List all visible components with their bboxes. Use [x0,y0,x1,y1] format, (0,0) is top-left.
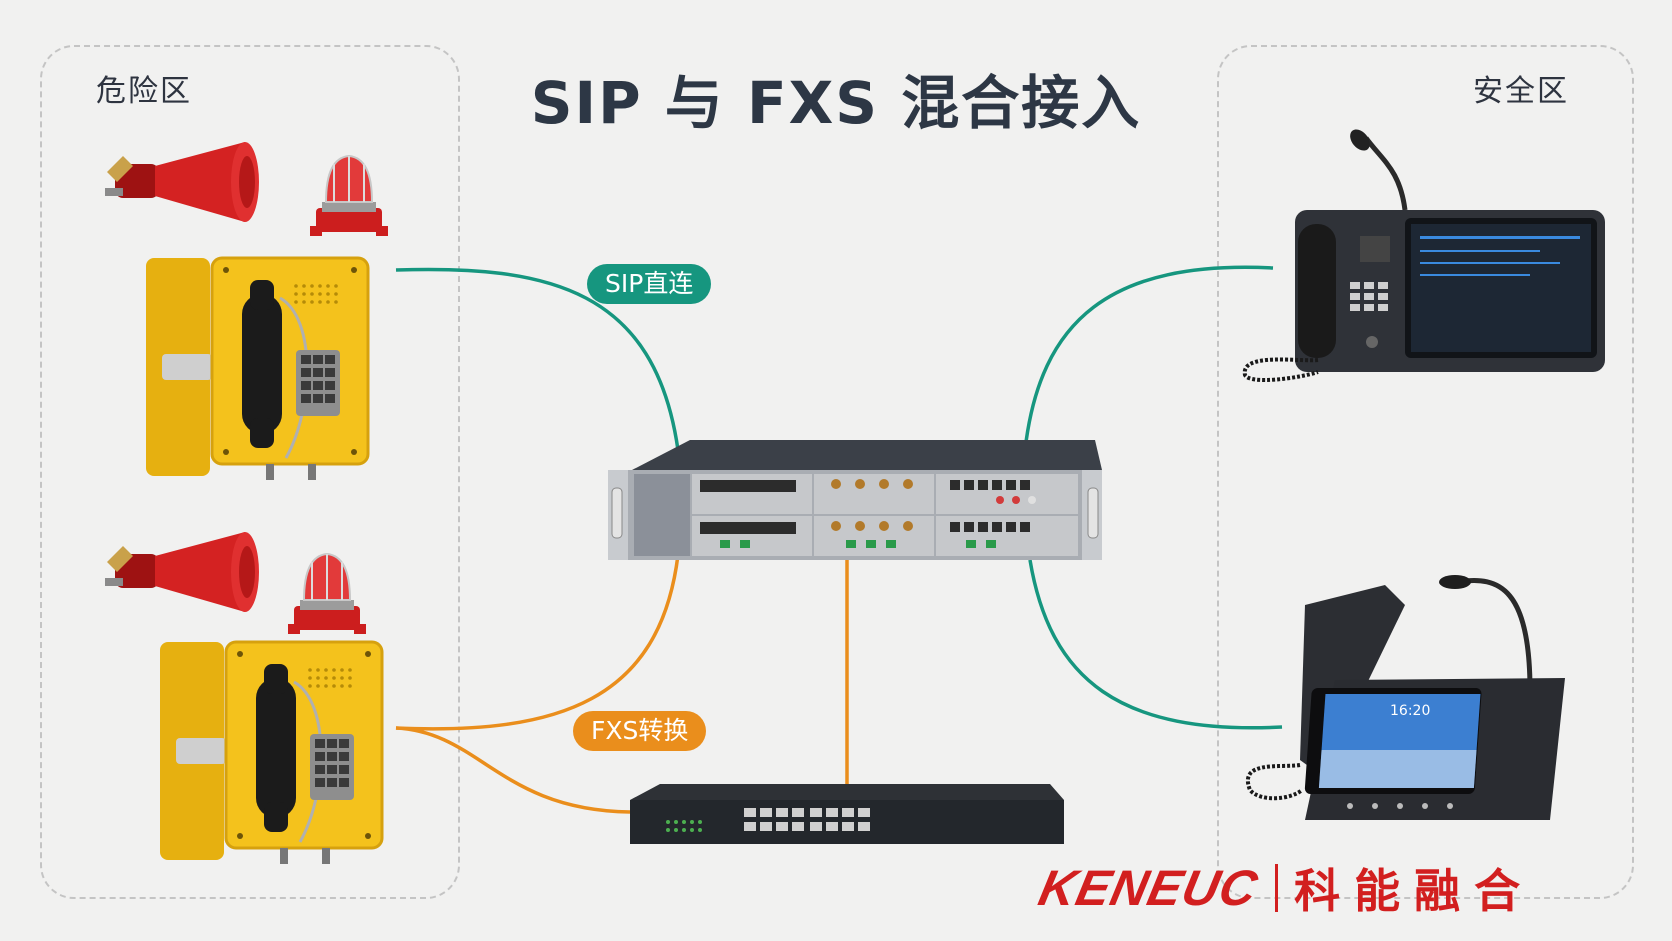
fxs-gateway-icon [630,784,1064,844]
warning-beacon-icon [309,155,389,237]
video-desk-phone-icon: 16:20 [1245,575,1565,820]
desk-console-icon [1242,129,1605,382]
brand-logo: KENEUC 科能融合 [1034,858,1535,918]
explosion-proof-telephone-icon [144,256,370,482]
video-phone-clock: 16:20 [1390,703,1430,719]
sip-link-video-phone [1028,559,1283,730]
safe-zone [1217,45,1634,899]
sip-direct-label: SIP直连 [587,264,712,304]
safe-zone-label: 安全区 [1473,74,1569,109]
sip-link-phone-1 [395,267,680,451]
brand-logo-cn: 科能融合 [1294,864,1535,918]
danger-zone-label: 危险区 [96,74,192,109]
brand-logo-divider [1275,864,1279,912]
explosion-proof-telephone-icon [158,640,384,866]
fxs-link-lower [395,726,631,814]
danger-zone [40,45,460,899]
page-title: SIP 与 FXS 混合接入 [530,69,1142,137]
horn-speaker-icon [105,532,259,612]
sip-link-console [1023,265,1274,451]
fxs-link-upper [395,554,680,731]
rack-server-icon [608,440,1102,560]
fxs-conversion-label: FXS转换 [573,711,707,751]
horn-speaker-icon [105,142,259,222]
warning-beacon-icon [287,553,367,635]
brand-logo-en: KENEUC [1034,860,1264,916]
